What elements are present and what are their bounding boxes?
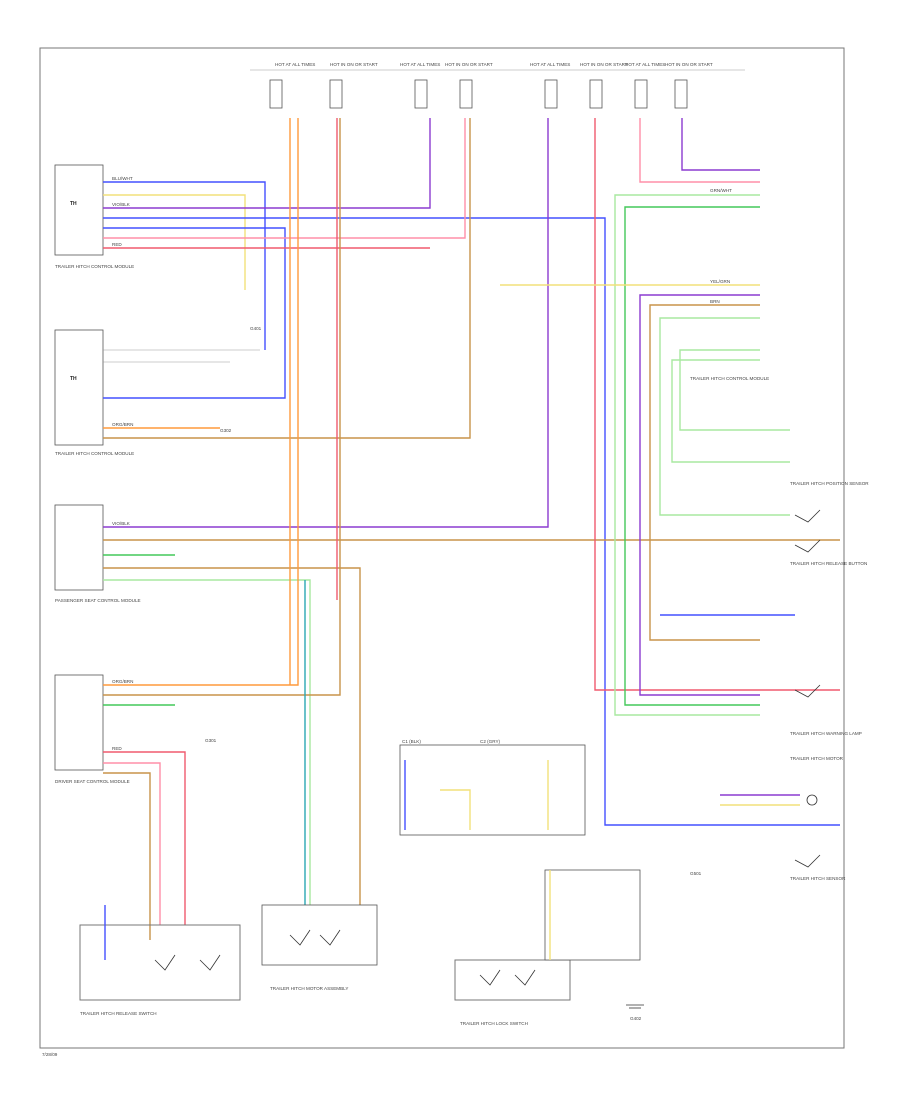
right-harness: GRN/WHT YEL/GRN BRN TRAILER HITCH CONTRO…: [500, 188, 869, 881]
svg-text:G302: G302: [220, 428, 232, 433]
bottom-left-switch: TRAILER HITCH RELEASE SWITCH: [79, 905, 241, 1016]
bottom-right-switch: TRAILER HITCH LOCK SWITCH: [454, 869, 641, 1026]
svg-text:ORG/BRN: ORG/BRN: [112, 422, 133, 427]
svg-text:TRAILER HITCH MOTOR ASSEMBLY: TRAILER HITCH MOTOR ASSEMBLY: [270, 986, 348, 991]
svg-text:PASSENGER SEAT CONTROL MODULE: PASSENGER SEAT CONTROL MODULE: [55, 598, 141, 603]
svg-text:VIO/BLK: VIO/BLK: [112, 202, 131, 207]
svg-text:RED: RED: [112, 242, 122, 247]
svg-text:TH: TH: [70, 376, 77, 382]
svg-text:ORG/BRN: ORG/BRN: [112, 679, 133, 684]
ground-symbols: G301 G302 G401 G402 G501: [205, 326, 702, 1021]
svg-text:TRAILER HITCH RELEASE SWITCH: TRAILER HITCH RELEASE SWITCH: [80, 1011, 157, 1016]
left-module-3: PASSENGER SEAT CONTROL MODULE: [54, 504, 141, 603]
svg-text:G402: G402: [630, 1016, 642, 1021]
svg-text:G401: G401: [250, 326, 262, 331]
svg-text:BLU/WHT: BLU/WHT: [112, 176, 133, 181]
wires-module-2: ORG/BRN: [103, 118, 471, 439]
fuse-label-8: HOT IN ON OR START: [665, 62, 713, 67]
svg-text:TRAILER HITCH CONTROL MODULE: TRAILER HITCH CONTROL MODULE: [55, 264, 134, 269]
bottom-mid-switch: TRAILER HITCH MOTOR ASSEMBLY: [261, 904, 378, 991]
wires-module-3: VIO/BLK: [103, 118, 840, 905]
svg-text:TRAILER HITCH WARNING LAMP: TRAILER HITCH WARNING LAMP: [790, 731, 862, 736]
wires-module-4: ORG/BRN RED: [103, 118, 341, 940]
fuse-label-4: HOT IN ON OR START: [445, 62, 493, 67]
svg-text:C1 (BLK): C1 (BLK): [402, 739, 421, 744]
svg-text:GRN/WHT: GRN/WHT: [710, 188, 732, 193]
diagram-frame: [39, 47, 845, 1049]
fuse-label-5: HOT AT ALL TIMES: [530, 62, 570, 67]
left-module-4: DRIVER SEAT CONTROL MODULE: [54, 674, 130, 784]
svg-text:G301: G301: [205, 738, 217, 743]
svg-text:TH: TH: [70, 201, 77, 207]
svg-text:YEL/GRN: YEL/GRN: [710, 279, 730, 284]
svg-text:TRAILER HITCH LOCK SWITCH: TRAILER HITCH LOCK SWITCH: [460, 1021, 528, 1026]
fuse-label-2: HOT IN ON OR START: [330, 62, 378, 67]
svg-text:TRAILER HITCH SENSOR: TRAILER HITCH SENSOR: [790, 876, 846, 881]
svg-text:TRAILER HITCH CONTROL MODULE: TRAILER HITCH CONTROL MODULE: [55, 451, 134, 456]
left-module-2: TH TRAILER HITCH CONTROL MODULE: [54, 329, 134, 456]
fuse-label-6: HOT IN ON OR START: [580, 62, 628, 67]
left-module-1: TH TRAILER HITCH CONTROL MODULE: [54, 164, 134, 269]
fuse-label-1: HOT AT ALL TIMES: [275, 62, 315, 67]
svg-text:DRIVER SEAT CONTROL MODULE: DRIVER SEAT CONTROL MODULE: [55, 779, 130, 784]
fuse-feed-wires: [289, 118, 840, 905]
svg-text:TRAILER HITCH RELEASE BUTTON: TRAILER HITCH RELEASE BUTTON: [790, 561, 867, 566]
svg-text:BRN: BRN: [710, 299, 720, 304]
fuse-label-7: HOT AT ALL TIMES: [625, 62, 665, 67]
svg-text:TRAILER HITCH MOTOR: TRAILER HITCH MOTOR: [790, 756, 844, 761]
wires-module-1: BLU/WHT VIO/BLK RED: [103, 118, 840, 826]
fuse-label-3: HOT AT ALL TIMES: [400, 62, 440, 67]
svg-text:C2 (GRY): C2 (GRY): [480, 739, 501, 744]
svg-text:VIO/BLK: VIO/BLK: [112, 521, 131, 526]
svg-text:TRAILER HITCH POSITION SENSOR: TRAILER HITCH POSITION SENSOR: [790, 481, 869, 486]
center-connectors: C1 (BLK) C2 (GRY): [399, 739, 586, 836]
top-fuse-block: HOT AT ALL TIMES HOT IN ON OR START HOT …: [250, 62, 745, 109]
svg-text:TRAILER HITCH CONTROL MODULE: TRAILER HITCH CONTROL MODULE: [690, 376, 769, 381]
svg-text:G501: G501: [690, 871, 702, 876]
diagram-code: 7/28/09: [42, 1052, 58, 1057]
svg-text:RED: RED: [112, 746, 122, 751]
